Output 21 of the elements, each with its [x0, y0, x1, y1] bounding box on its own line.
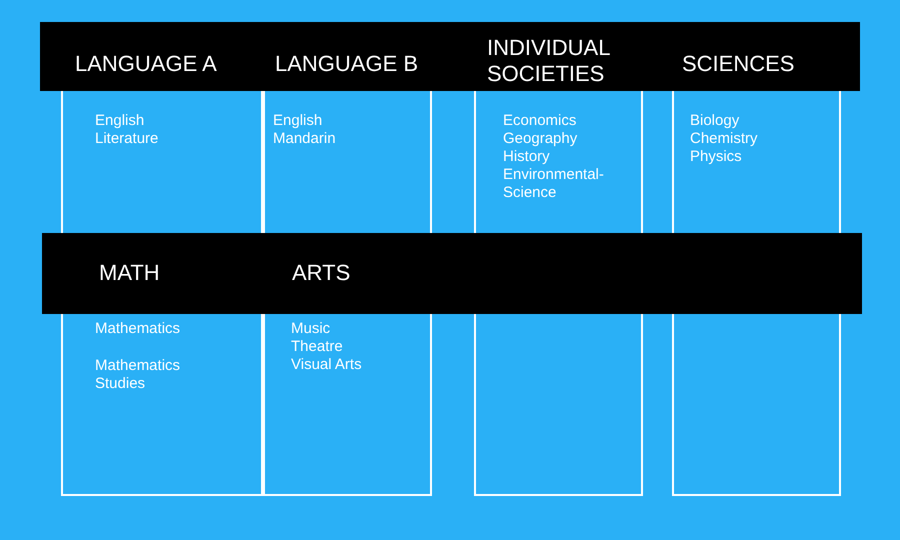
group-heading: SCIENCES — [682, 51, 796, 77]
subject-name: Theatre — [291, 338, 344, 356]
subject-name: Geography — [503, 130, 578, 148]
subject-name: Mathematics Studies — [95, 357, 182, 393]
group-heading: MATH — [99, 260, 161, 286]
subject-name: English Literature — [95, 112, 160, 148]
subject-name: Biology — [690, 112, 740, 130]
group-heading: LANGUAGE B — [275, 51, 420, 77]
subject-name: Physics — [690, 148, 743, 166]
subject-name: Environmental-Science — [503, 166, 605, 202]
subject-name: English — [273, 112, 324, 130]
subject-name: History — [503, 148, 551, 166]
subject-name: Visual Arts — [291, 356, 363, 374]
group-heading: INDIVIDUAL SOCIETIES — [487, 35, 611, 87]
subject-name: Music — [291, 320, 332, 338]
subject-name: Chemistry — [690, 130, 759, 148]
subject-name: Mandarin — [273, 130, 337, 148]
subject-name: Mathematics — [95, 320, 182, 338]
group-heading: LANGUAGE A — [75, 51, 218, 77]
group-heading: ARTS — [292, 260, 352, 286]
subject-name: Economics — [503, 112, 578, 130]
